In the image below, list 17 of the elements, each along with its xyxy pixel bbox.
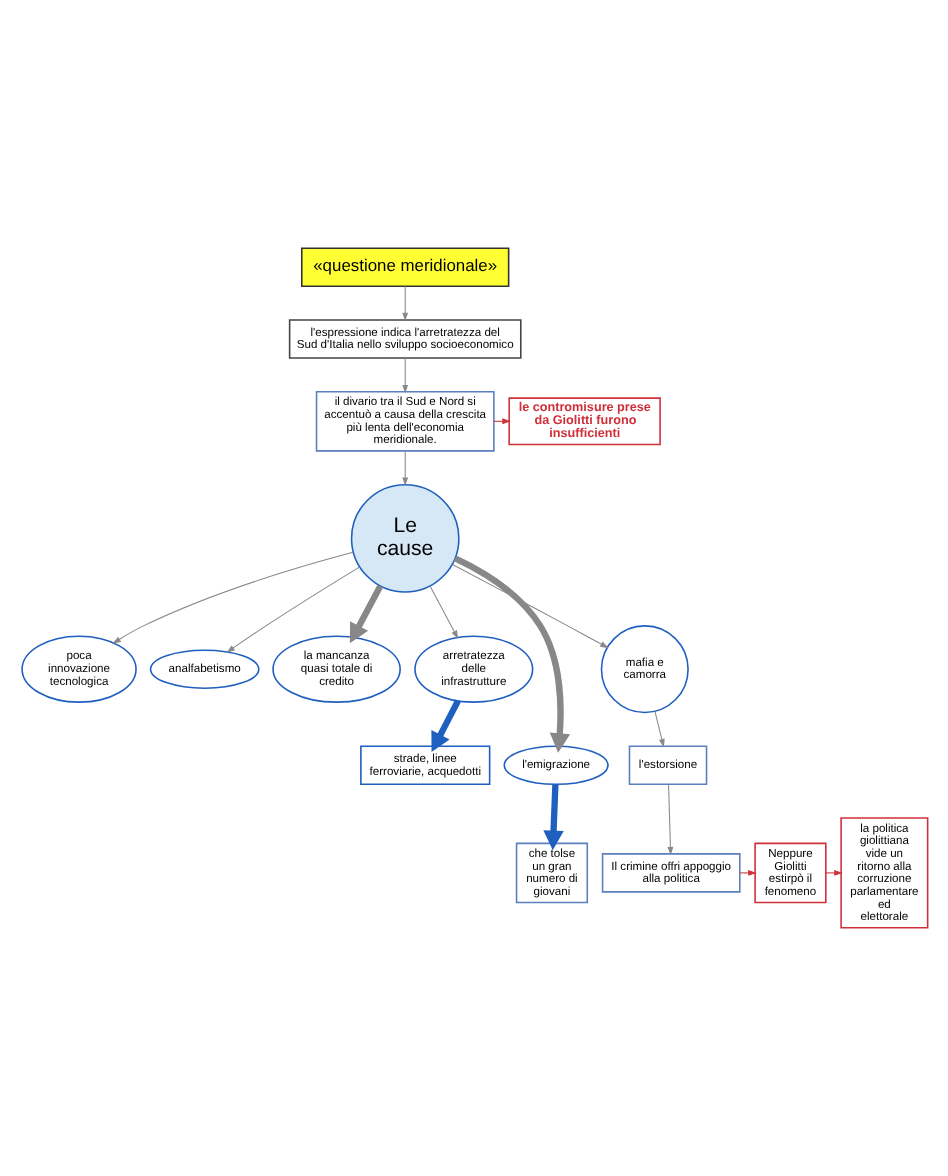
arrow (451, 563, 608, 649)
arrow (401, 357, 408, 394)
arrow (653, 710, 664, 748)
arrow (348, 584, 383, 644)
node-box: «questione meridionale» (299, 247, 509, 287)
arrow (401, 450, 408, 486)
arrow (225, 566, 359, 653)
arrow (428, 585, 458, 639)
arrow (824, 869, 842, 876)
arrow (430, 699, 460, 753)
arrow (452, 555, 570, 753)
arrow (666, 784, 673, 856)
arrow (738, 869, 756, 876)
arrow (542, 784, 563, 851)
arrow (401, 286, 408, 322)
node-circle: Le cause (349, 483, 459, 593)
arrow (111, 551, 353, 644)
